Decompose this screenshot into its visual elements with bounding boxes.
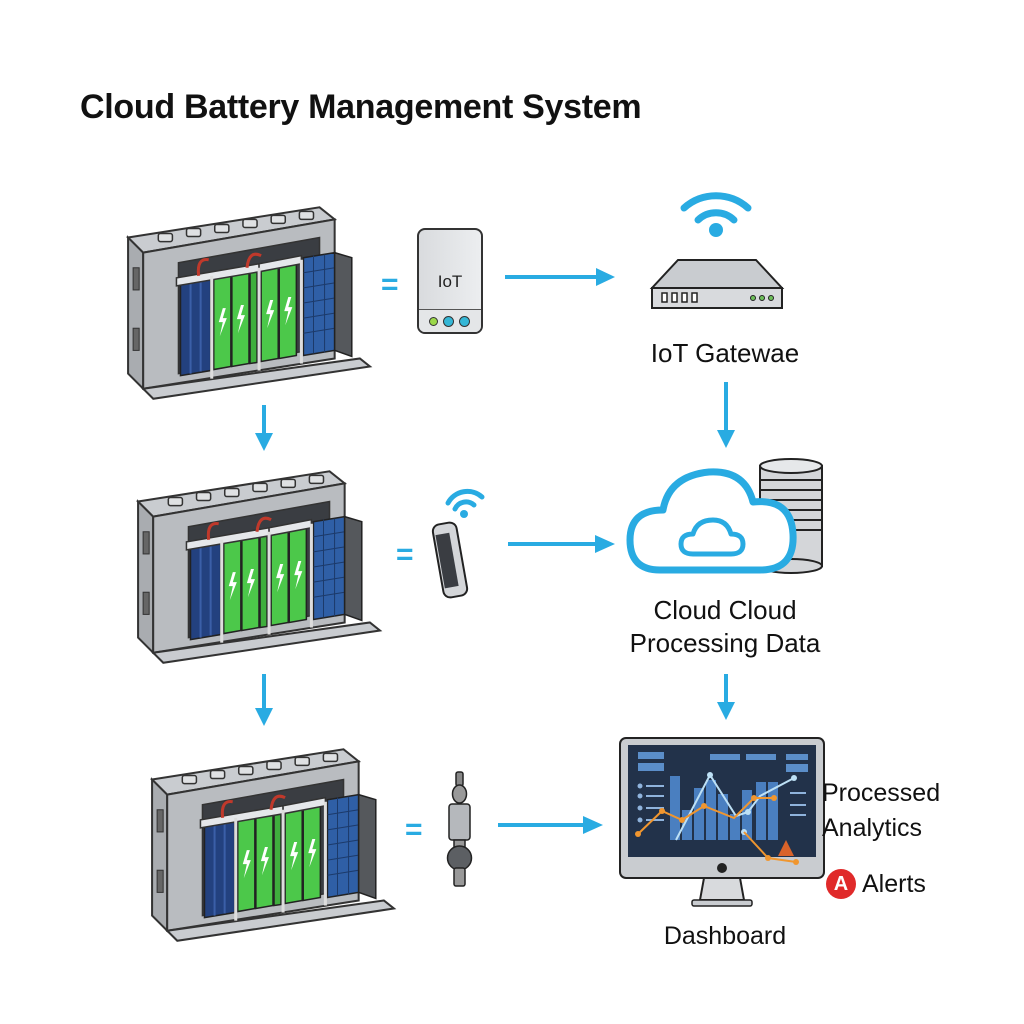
analytics-label-line2: Analytics [822,814,923,842]
warning-icon [778,840,794,856]
arrow-rack2-to-rack3 [255,674,273,726]
arrow-rack1-to-rack2 [255,405,273,451]
gateway-label: IoT Gatewae [650,338,800,368]
arrow-iot-to-gateway [505,268,615,286]
probe-sensor-icon [446,771,473,887]
analytics-label-line1: Processed [822,779,941,807]
monitor-icon [619,737,825,907]
analytics-annotation: Processed Analytics [822,776,940,846]
diagram-title: Cloud Battery Management System [80,88,642,126]
link-symbol-rack-3: = [405,813,423,846]
arrow-cloud-to-dashboard [717,674,735,720]
cloud-label-line1: Cloud Cloud [653,595,797,625]
cloud-label-line2: Processing Data [629,628,821,658]
alerts-label: Alerts [862,869,926,898]
cloud-label: Cloud Cloud Processing Data [600,594,850,660]
arrow-probe-to-dashboard [498,816,603,834]
arrow-sensor-to-cloud [508,535,615,553]
alert-icon: A [826,869,856,899]
arrow-gateway-to-cloud [717,382,735,448]
link-symbol-rack-1: = [381,268,399,301]
dashboard-label: Dashboard [663,922,787,950]
dashboard-line-blue [675,773,795,841]
router-icon [649,192,785,309]
iot-module-icon: IoT [417,228,483,334]
link-symbol-rack-2: = [396,538,414,571]
iot-module-label: IoT [437,272,463,291]
dashboard-bars [670,776,778,840]
cloud-icon [626,458,823,574]
iot-module-leds [419,309,481,332]
battery-rack-2 [128,460,390,664]
alerts-annotation: A Alerts [826,869,926,899]
battery-rack-3 [142,738,404,942]
battery-rack-1 [118,196,380,400]
wireless-sensor-icon [431,488,485,599]
